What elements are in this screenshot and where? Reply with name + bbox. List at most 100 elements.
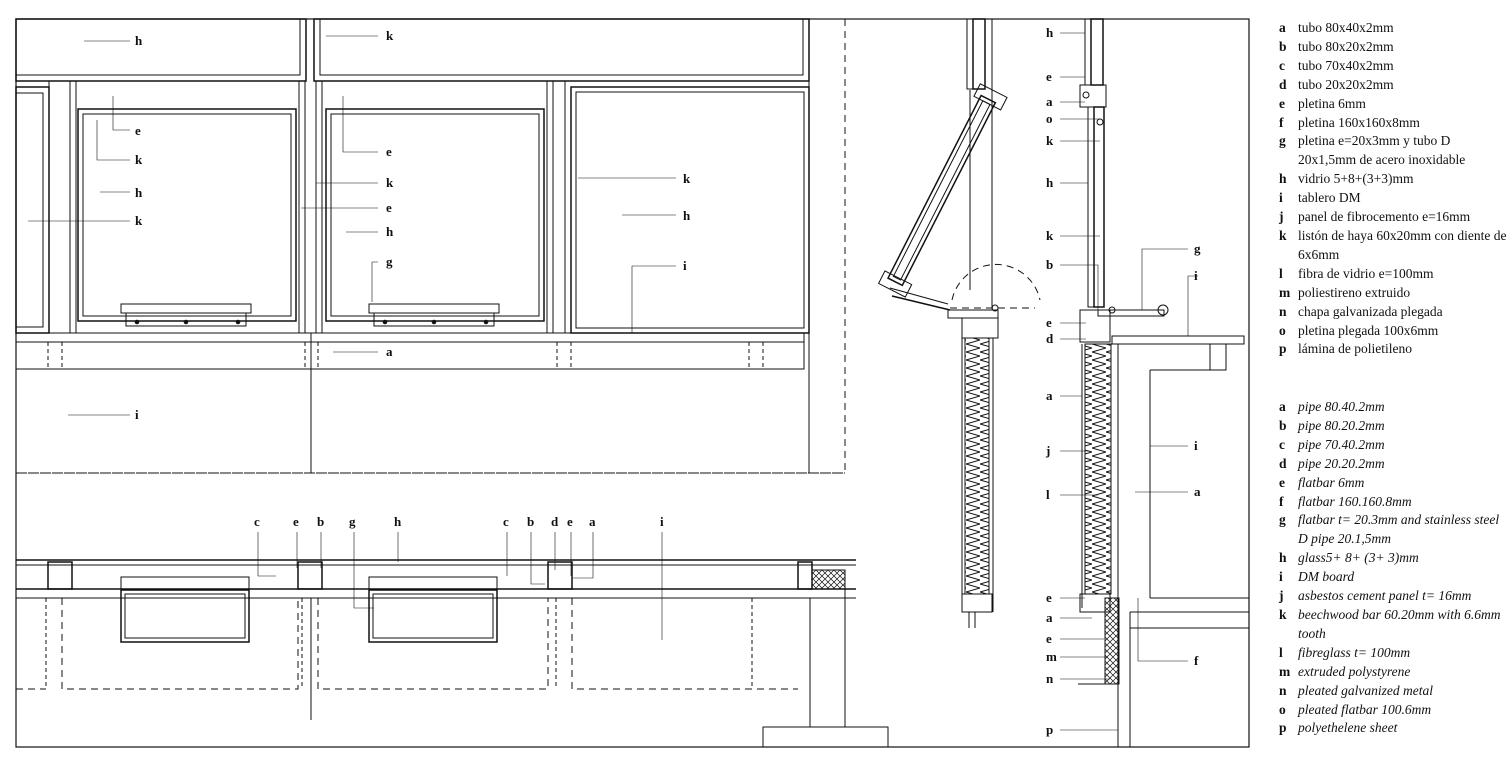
legend-text: pipe 70.40.2mm — [1298, 436, 1385, 452]
legend-text: pipe 80.20.2mm — [1298, 417, 1385, 433]
elev-label-1: h — [135, 33, 143, 48]
elevation-view — [15, 18, 846, 474]
sec-right-label-5: f — [1194, 653, 1199, 668]
plan-label-7: b — [527, 514, 534, 529]
legend-text: pipe 80.40.2mm — [1298, 399, 1385, 414]
sec-label-18: n — [1046, 671, 1054, 686]
section-closed — [1060, 18, 1249, 747]
plan-label-6: c — [503, 514, 509, 529]
legend-key: g — [1279, 512, 1286, 528]
sec-right-label-1: g — [1194, 241, 1201, 256]
sec-label-1: h — [1046, 25, 1054, 40]
sec-label-15: a — [1046, 610, 1053, 625]
legend-key: p — [1279, 720, 1287, 736]
plan-label-2: e — [293, 514, 299, 529]
elev-label-11: g — [386, 254, 393, 269]
sec-label-8: b — [1046, 257, 1053, 272]
legend-item: j asbestos cement panel t= 16mm — [1279, 587, 1507, 606]
legend-item: a pipe 80.40.2mm — [1279, 398, 1507, 417]
legend-key: o — [1279, 322, 1286, 338]
legend-key: m — [1279, 284, 1291, 300]
sec-label-2: e — [1046, 69, 1052, 84]
legend-item: p lámina de polietileno — [1279, 340, 1507, 359]
elev-label-6: k — [135, 213, 143, 228]
elev-label-5: h — [135, 185, 143, 200]
legend-key: j — [1279, 588, 1284, 604]
legend-key: a — [1279, 399, 1286, 414]
legend-key: e — [1279, 95, 1285, 111]
plan-view — [16, 532, 889, 748]
elev-label-10: h — [386, 224, 394, 239]
sec-label-10: d — [1046, 331, 1054, 346]
sec-label-17: m — [1046, 649, 1057, 664]
legend-text: tubo 80x20x2mm — [1298, 38, 1394, 54]
elev-label-14: i — [683, 258, 687, 273]
legend-key: b — [1279, 38, 1287, 54]
legend-text: chapa galvanizada plegada — [1298, 303, 1443, 319]
legend-text: fibreglass t= 100mm — [1298, 644, 1411, 660]
legend-key: g — [1279, 133, 1286, 149]
sec-right-label-2: i — [1194, 268, 1198, 283]
legend-key: f — [1279, 493, 1284, 509]
sec-label-14: e — [1046, 590, 1052, 605]
sec-label-7: k — [1046, 228, 1054, 243]
sec-label-13: l — [1046, 487, 1050, 502]
elev-label-4: k — [135, 152, 143, 167]
sec-label-5: k — [1046, 133, 1054, 148]
sec-label-11: a — [1046, 388, 1053, 403]
legend-key: i — [1279, 190, 1283, 206]
legend-text: flatbar 160.160.8mm — [1298, 493, 1412, 509]
legend-key: p — [1279, 341, 1287, 357]
legend-key: k — [1279, 227, 1287, 243]
plan-label-10: a — [589, 514, 596, 529]
legend-text: DM board — [1298, 569, 1355, 585]
legend-item: b tubo 80x20x2mm — [1279, 38, 1507, 57]
legend-key: e — [1279, 474, 1285, 490]
legend-item: n chapa galvanizada plegada — [1279, 303, 1507, 322]
legend-key: m — [1279, 663, 1291, 679]
legend-text: asbestos cement panel t= 16mm — [1298, 588, 1472, 604]
plan-label-4: g — [349, 514, 356, 529]
legend-item: f flatbar 160.160.8mm — [1279, 493, 1507, 512]
legend-text: lámina de polietileno — [1298, 341, 1412, 357]
elev-label-2: k — [386, 28, 394, 43]
elev-label-7: e — [386, 144, 392, 159]
elev-label-13: h — [683, 208, 691, 223]
legend-key: o — [1279, 701, 1286, 717]
legend-key: n — [1279, 303, 1287, 319]
sec-right-label-4: a — [1194, 484, 1201, 499]
legend-key: d — [1279, 76, 1287, 92]
sec-label-19: p — [1046, 722, 1053, 737]
legend-text: pleated galvanized metal — [1298, 682, 1433, 698]
elev-label-16: i — [135, 407, 139, 422]
legend-key: l — [1279, 265, 1283, 281]
elev-label-9: e — [386, 200, 392, 215]
sec-label-16: e — [1046, 631, 1052, 646]
legend-key: d — [1279, 455, 1287, 471]
legend-text: fibra de vidrio e=100mm — [1298, 265, 1434, 281]
legend-key: i — [1279, 569, 1283, 585]
plan-label-9: e — [567, 514, 573, 529]
sec-label-9: e — [1046, 315, 1052, 330]
label-group: h k e k h k e k e h g k h i a i c e b g … — [135, 25, 1201, 737]
legend-key: h — [1279, 550, 1287, 566]
plan-label-5: h — [394, 514, 402, 529]
sec-right-label-3: i — [1194, 438, 1198, 453]
